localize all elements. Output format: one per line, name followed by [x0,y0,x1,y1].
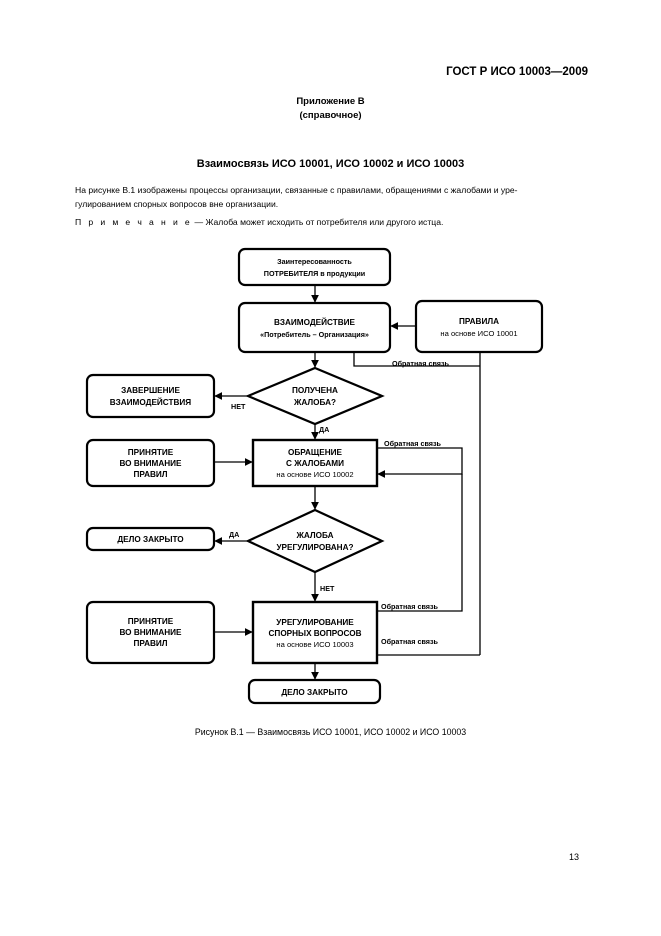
figure-caption: Рисунок В.1 — Взаимосвязь ИСО 10001, ИСО… [194,727,467,737]
annex-title: Приложение В [296,96,365,107]
label-yes-1: ДА [319,425,329,434]
label-no-1: НЕТ [231,402,246,411]
diamond-complaint-resolved-line-1: ЖАЛОБА [295,531,333,540]
box-case-closed-2: ДЕЛО ЗАКРЫТО [247,678,382,705]
feedback-line-1 [353,352,480,367]
note-label: П р и м е ч а н и е [75,217,193,227]
connectors [214,285,481,680]
box-interaction: ВЗАИМОДЕЙСТВИЕ «Потребитель – Организаци… [237,301,392,354]
box-end-interaction-line-1: ЗАВЕРШЕНИЕ [121,386,180,395]
box-accept-rules-2-line-3: ПРАВИЛ [133,639,167,648]
diamond-complaint-received-line-1: ПОЛУЧЕНА [292,386,338,395]
box-rules-line-1: ПРАВИЛА [459,317,499,326]
label-no-2: НЕТ [320,584,335,593]
page-number: 13 [568,852,579,862]
box-accept-rules-1-line-3: ПРАВИЛ [133,470,167,479]
box-dispute-resolution-line-3: на основе ИСО 10003 [276,640,353,649]
diamond-complaint-resolved-line-2: УРЕГУЛИРОВАНА? [276,543,353,552]
box-complaint-handling: ОБРАЩЕНИЕ С ЖАЛОБАМИ на основе ИСО 10002 [251,438,379,488]
box-dispute-resolution: УРЕГУЛИРОВАНИЕ СПОРНЫХ ВОПРОСОВ на основ… [251,600,379,665]
box-accept-rules-1-line-2: ВО ВНИМАНИЕ [119,459,182,468]
box-dispute-resolution-line-2: СПОРНЫХ ВОПРОСОВ [269,629,362,638]
box-accept-rules-2-line-2: ВО ВНИМАНИЕ [119,628,182,637]
label-feedback-3: Обратная связь [381,602,439,611]
box-interest: Заинтересованность ПОТРЕБИТЕЛЯ в продукц… [237,247,392,287]
box-complaint-handling-line-2: С ЖАЛОБАМИ [286,459,344,468]
diamond-complaint-received-line-2: ЖАЛОБА? [293,398,336,407]
feedback-line-3 [377,474,463,612]
diamond-complaint-received: ПОЛУЧЕНА ЖАЛОБА? [245,366,385,426]
box-interest-line-2: ПОТРЕБИТЕЛЯ в продукции [264,269,365,278]
box-accept-rules-1-line-1: ПРИНЯТИЕ [128,448,174,457]
box-case-closed-1: ДЕЛО ЗАКРЫТО [85,526,216,552]
box-rules: ПРАВИЛА на основе ИСО 10001 [414,299,544,354]
note-text: — Жалоба может исходить от потребителя и… [192,217,444,227]
box-end-interaction-line-2: ВЗАИМОДЕЙСТВИЯ [110,396,191,407]
label-feedback-1: Обратная связь [392,359,450,368]
label-feedback-2: Обратная связь [384,439,442,448]
box-accept-rules-2: ПРИНЯТИЕ ВО ВНИМАНИЕ ПРАВИЛ [85,600,216,665]
section-title: Взаимосвязь ИСО 10001, ИСО 10002 и ИСО 1… [196,158,465,170]
box-case-closed-1-label: ДЕЛО ЗАКРЫТО [117,535,184,544]
box-accept-rules-1: ПРИНЯТИЕ ВО ВНИМАНИЕ ПРАВИЛ [85,438,216,488]
box-interaction-line-1: ВЗАИМОДЕЙСТВИЕ [274,316,355,327]
note: П р и м е ч а н и е — Жалоба может исход… [75,215,443,229]
intro-line-2: гулированием спорных вопросов вне органи… [75,199,279,209]
label-yes-2: ДА [229,530,239,539]
box-interest-line-1: Заинтересованность [277,257,352,266]
box-complaint-handling-line-1: ОБРАЩЕНИЕ [288,448,343,457]
diamond-complaint-resolved: ЖАЛОБА УРЕГУЛИРОВАНА? [245,508,385,574]
document-header: ГОСТ Р ИСО 10003—2009 [446,66,588,78]
feedback-line-2 [377,447,463,478]
box-case-closed-2-label: ДЕЛО ЗАКРЫТО [281,688,348,697]
label-feedback-4: Обратная связь [381,637,439,646]
intro-line-1: На рисунке В.1 изображены процессы орган… [75,185,518,195]
box-dispute-resolution-line-1: УРЕГУЛИРОВАНИЕ [276,618,354,627]
box-rules-line-2: на основе ИСО 10001 [440,329,517,338]
box-complaint-handling-line-3: на основе ИСО 10002 [276,470,353,479]
box-accept-rules-2-line-1: ПРИНЯТИЕ [128,617,174,626]
box-interaction-line-2: «Потребитель – Организация» [260,330,369,339]
box-end-interaction: ЗАВЕРШЕНИЕ ВЗАИМОДЕЙСТВИЯ [85,373,216,419]
annex-status: (справочное) [299,110,362,121]
